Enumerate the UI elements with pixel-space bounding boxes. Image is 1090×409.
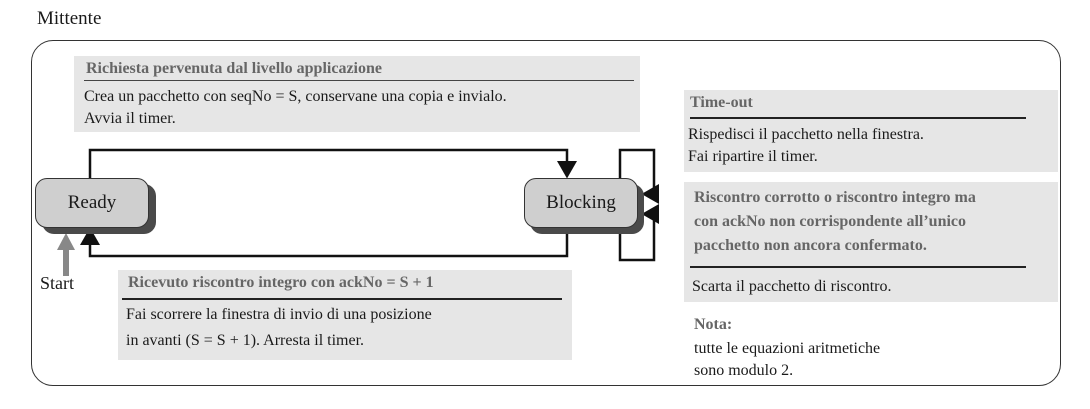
timeout-loop-arrow xyxy=(618,148,659,204)
blocking-state: Blocking xyxy=(524,178,638,228)
request-line2: Avvia il timer. xyxy=(84,110,176,127)
diagram-title: Mittente xyxy=(37,8,102,29)
corrupt-heading-2: con ackNo non corrispondente all’unico xyxy=(694,213,967,230)
note-line2: sono modulo 2. xyxy=(694,362,794,379)
ack-line1: Fai scorrere la finestra di invio di una… xyxy=(126,306,432,323)
ack-transition-arrow xyxy=(80,227,569,258)
corrupt-loop-arrow xyxy=(618,204,659,262)
timeout-line1: Rispedisci il pacchetto nella finestra. xyxy=(688,126,924,143)
corrupt-heading-1: Riscontro corrotto o riscontro integro m… xyxy=(694,189,976,206)
ready-label: Ready xyxy=(67,192,117,213)
ack-box: Ricevuto riscontro integro con ackNo = S… xyxy=(118,270,572,360)
timeout-heading: Time-out xyxy=(690,94,753,111)
corrupt-ack-box: Riscontro corrotto o riscontro integro m… xyxy=(684,182,1058,302)
note-line1: tutte le equazioni aritmetiche xyxy=(694,340,881,357)
ack-heading: Ricevuto riscontro integro con ackNo = S… xyxy=(128,274,434,291)
request-line1: Crea un pacchetto con seqNo = S, conserv… xyxy=(84,88,507,105)
corrupt-rule xyxy=(690,266,1026,268)
request-heading: Richiesta pervenuta dal livello applicaz… xyxy=(86,60,382,77)
start-label: Start xyxy=(40,273,74,293)
request-rule xyxy=(84,80,634,81)
timeout-rule xyxy=(690,117,1026,119)
ack-line2: in avanti (S = S + 1). Arresta il timer. xyxy=(126,332,365,349)
ready-state: Ready xyxy=(35,178,149,228)
request-box: Richiesta pervenuta dal livello applicaz… xyxy=(74,56,640,132)
ack-rule xyxy=(122,298,562,300)
note-heading: Nota: xyxy=(694,316,733,333)
blocking-label: Blocking xyxy=(546,192,616,213)
timeout-box: Time-out Rispedisci il pacchetto nella f… xyxy=(684,90,1058,172)
start-arrow-head xyxy=(57,233,75,250)
corrupt-heading-3: pacchetto non ancora confermato. xyxy=(694,237,927,254)
timeout-line2: Fai ripartire il timer. xyxy=(688,148,818,165)
send-transition-arrow xyxy=(88,148,577,179)
sender-frame xyxy=(31,40,1061,386)
corrupt-line1: Scarta il pacchetto di riscontro. xyxy=(692,278,892,295)
